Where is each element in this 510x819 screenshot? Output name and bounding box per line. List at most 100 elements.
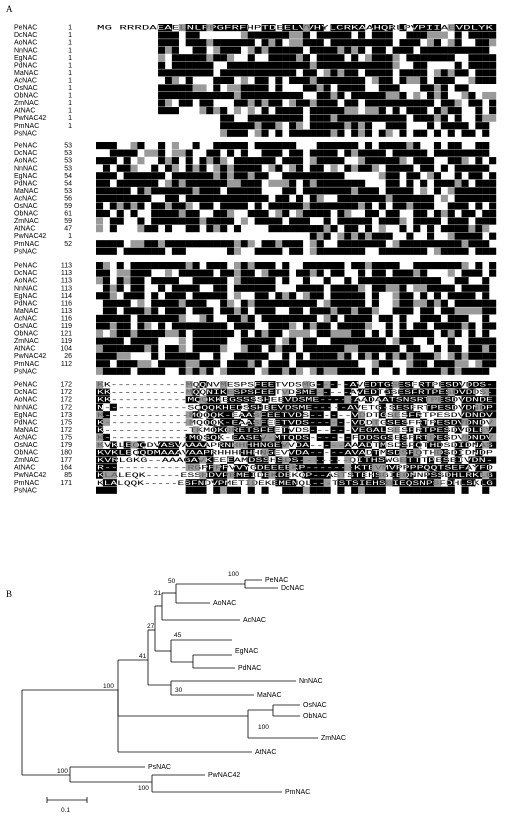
residue-shading (289, 129, 297, 137)
residue-shading (413, 31, 421, 39)
residue-shading (316, 142, 324, 150)
residue-shading (240, 388, 248, 396)
residue-shading (227, 84, 235, 92)
residue-shading (220, 277, 228, 285)
residue-shading (406, 107, 414, 115)
residue-shading (475, 396, 483, 404)
residue-shading (316, 46, 324, 54)
residue-shading (399, 337, 407, 345)
residue-shading (337, 209, 345, 218)
residue-shading (337, 31, 345, 39)
residue-shading (102, 322, 110, 330)
residue-shading (364, 129, 373, 137)
residue-shading (137, 157, 145, 165)
residue-shading (96, 381, 104, 389)
residue-shading (171, 179, 179, 187)
alignment-row-name: PmNAC (14, 361, 39, 368)
residue-shading (447, 262, 455, 270)
residue-shading (482, 486, 490, 494)
residue-shading (116, 345, 124, 353)
residue-shading (164, 292, 173, 300)
residue-shading (489, 441, 497, 449)
residue-shading (206, 367, 214, 375)
residue-shading (296, 54, 304, 62)
residue-shading (364, 441, 373, 449)
tree-taxon-label: PmNAC (285, 789, 310, 796)
residue-shading (206, 91, 214, 100)
residue-shading (358, 448, 366, 457)
residue-shading (275, 39, 283, 47)
alignment-sequence: K------------MQSQK-EASEV-MTQDS------FDDS… (97, 434, 493, 441)
residue-shading (213, 352, 221, 360)
residue-shading (275, 329, 283, 338)
residue-shading (316, 149, 324, 157)
residue-shading (233, 247, 242, 255)
residue-shading (240, 337, 248, 345)
residue-shading (489, 396, 497, 404)
residue-shading (261, 471, 269, 479)
residue-shading (254, 345, 262, 353)
residue-shading (96, 388, 104, 396)
residue-shading (151, 262, 159, 270)
residue-shading (268, 46, 276, 54)
residue-shading (289, 61, 297, 69)
residue-shading (261, 217, 269, 225)
alignment-row-name: PmNAC (14, 123, 39, 130)
residue-shading (358, 179, 366, 187)
residue-shading (323, 114, 331, 122)
residue-shading (289, 149, 297, 157)
alignment-start-position: 1 (68, 40, 72, 47)
residue-shading (268, 142, 276, 150)
residue-shading (137, 345, 145, 353)
residue-shading (427, 486, 435, 494)
residue-shading (378, 269, 386, 277)
residue-shading (220, 202, 228, 210)
residue-shading (330, 360, 338, 368)
residue-shading (447, 381, 455, 389)
residue-shading (330, 441, 338, 449)
residue-shading (358, 433, 366, 441)
residue-shading (282, 314, 290, 322)
tree-taxon-label: PwNAC42 (208, 772, 240, 779)
residue-shading (358, 299, 366, 307)
residue-shading (420, 381, 428, 389)
residue-shading (247, 396, 255, 404)
residue-shading (268, 122, 276, 130)
residue-shading (289, 157, 297, 165)
residue-shading (164, 187, 173, 195)
alignment-start-position: 1 (68, 85, 72, 92)
residue-shading (413, 99, 421, 107)
residue-shading (482, 426, 490, 434)
alignment-row-name: NnNAC (14, 285, 38, 292)
residue-shading (302, 209, 310, 218)
residue-shading (482, 299, 490, 307)
residue-shading (385, 84, 393, 92)
residue-shading (296, 99, 304, 107)
residue-shading (399, 329, 407, 338)
residue-shading (164, 314, 173, 322)
residue-shading (158, 187, 166, 195)
residue-shading (406, 179, 414, 187)
residue-shading (227, 179, 235, 187)
residue-shading (158, 262, 166, 270)
residue-shading (109, 284, 117, 292)
residue-shading (475, 411, 483, 419)
residue-shading (268, 247, 276, 255)
residue-shading (344, 209, 352, 218)
residue-shading (275, 464, 283, 472)
residue-shading (247, 84, 255, 92)
residue-shading (268, 388, 276, 396)
residue-shading (399, 441, 407, 449)
residue-shading (454, 187, 462, 195)
residue-shading (378, 107, 386, 115)
residue-shading (468, 292, 476, 300)
residue-shading (371, 54, 379, 62)
residue-shading (185, 367, 193, 375)
residue-shading (102, 345, 110, 353)
residue-shading (371, 277, 379, 285)
residue-shading (392, 299, 400, 307)
tree-taxon-label: AcNAC (243, 617, 266, 624)
alignment-start-position: 61 (64, 211, 72, 218)
residue-shading (420, 464, 428, 472)
residue-shading (406, 426, 414, 434)
